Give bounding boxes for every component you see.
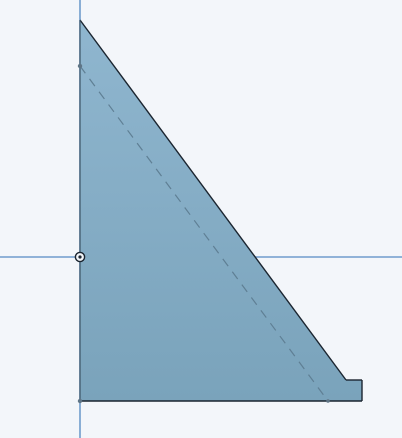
hypotenuse-edge[interactable] bbox=[79, 19, 347, 381]
origin-point-icon[interactable] bbox=[74, 251, 86, 263]
construction-start-point[interactable] bbox=[77, 63, 83, 69]
sketch-region-face[interactable] bbox=[80, 20, 362, 401]
origin-dot bbox=[78, 255, 82, 259]
construction-line[interactable] bbox=[79, 65, 329, 402]
construction-end-point[interactable] bbox=[326, 399, 330, 403]
bottom-left-vertex-point[interactable] bbox=[77, 398, 83, 404]
